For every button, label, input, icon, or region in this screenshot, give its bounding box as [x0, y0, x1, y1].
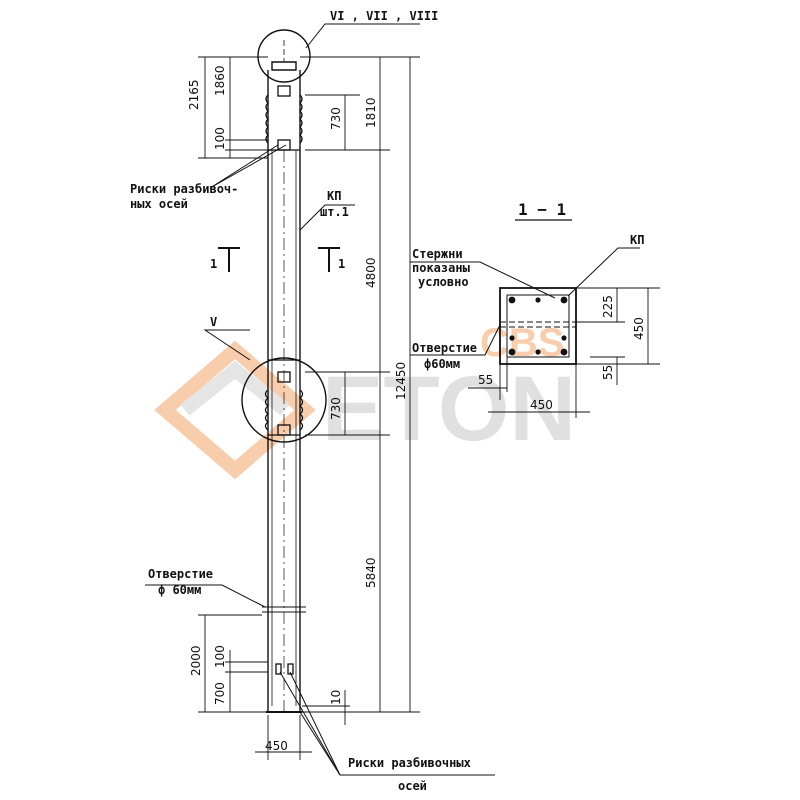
- section-dimension-lines: [468, 287, 660, 418]
- dim-100-top: 100: [213, 127, 227, 150]
- risk-top-label-1: Риски разбивоч-: [130, 182, 238, 196]
- rods-label-3: условно: [418, 275, 469, 289]
- kp-section-label: КП: [630, 233, 644, 247]
- dim-1860: 1860: [213, 65, 227, 96]
- section-title: 1 − 1: [518, 200, 566, 219]
- middle-joint: [264, 359, 304, 436]
- callout-middle-label: V: [210, 315, 217, 329]
- section-dim-55-left: 55: [478, 373, 493, 387]
- watermark-text: ETON: [322, 358, 576, 460]
- dim-12450: 12450: [394, 362, 408, 400]
- rods-label-2: показаны: [412, 261, 471, 275]
- hole-right-label-1: Отверстие: [412, 341, 477, 355]
- section-dim-450-horizontal: 450: [530, 398, 553, 412]
- hole-right-label-2: ф60мм: [424, 357, 460, 371]
- kp-label-2: шт.1: [320, 205, 349, 219]
- section-leaders: [410, 247, 640, 356]
- column-elevation: [266, 40, 302, 713]
- dim-5840: 5840: [364, 557, 378, 588]
- detail-circle-middle: [241, 357, 327, 443]
- callout-top-label: VI , VII , VIII: [330, 9, 438, 23]
- section-cut-marks: [218, 247, 340, 272]
- section-mark-right: 1: [338, 257, 345, 271]
- detail-circle-top: [257, 29, 311, 83]
- dim-2000: 2000: [189, 645, 203, 676]
- section-mark-left: 1: [210, 257, 217, 271]
- dim-1810: 1810: [364, 97, 378, 128]
- risk-bottom-label-1: Риски разбивочных: [348, 756, 471, 770]
- section-rebars: [508, 296, 568, 356]
- section-dim-225: 225: [601, 295, 615, 318]
- watermark-subtext: CBS: [480, 321, 564, 365]
- dim-700: 700: [213, 682, 227, 705]
- leader-lines: [145, 23, 495, 776]
- kp-label-1: КП: [327, 189, 341, 203]
- right-dimension-lines: [255, 56, 420, 760]
- elevation-hole: [262, 606, 306, 613]
- dim-2165: 2165: [187, 79, 201, 110]
- dim-730-mid: 730: [329, 397, 343, 420]
- risk-top-label-2: ных осей: [130, 197, 188, 211]
- dim-10: 10: [329, 690, 343, 705]
- section-dim-55-right: 55: [601, 365, 615, 380]
- dim-4800: 4800: [364, 257, 378, 288]
- hole-left-label-2: ф 60мм: [158, 583, 201, 597]
- hole-left-label-1: Отверстие: [148, 567, 213, 581]
- dim-100-bottom: 100: [213, 645, 227, 668]
- rods-label-1: Стержни: [412, 247, 463, 261]
- watermark: ETON CBS: [154, 321, 576, 480]
- top-joint: [265, 85, 303, 151]
- risk-bottom-label-2: осей: [398, 779, 427, 793]
- dim-730-top: 730: [329, 107, 343, 130]
- section-dim-450-vertical: 450: [632, 317, 646, 340]
- dim-450-bottom: 450: [265, 739, 288, 753]
- left-dimension-lines: [198, 56, 268, 713]
